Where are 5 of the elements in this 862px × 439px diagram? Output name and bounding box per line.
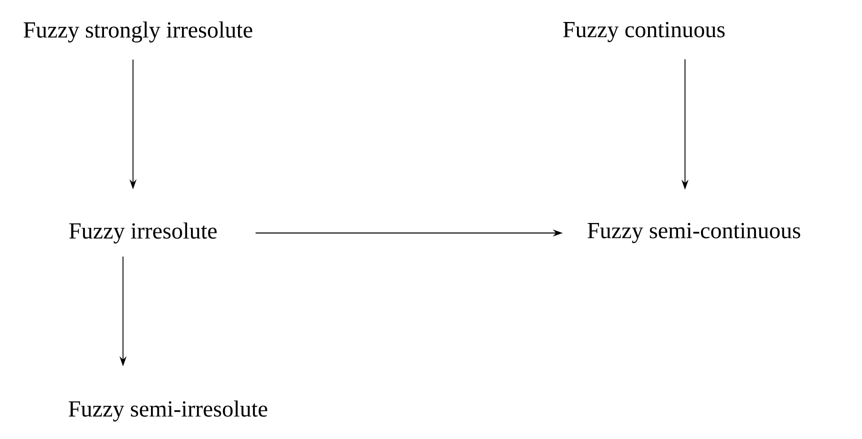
label-text: Fuzzy irresolute	[69, 222, 217, 244]
label-text: Fuzzy strongly irresolute	[24, 22, 252, 42]
label-text: Fuzzy semi-irresolute	[68, 400, 268, 422]
label-text: Fuzzy continuous	[563, 22, 725, 42]
label-text: Fuzzy semi-continuous	[588, 222, 800, 244]
